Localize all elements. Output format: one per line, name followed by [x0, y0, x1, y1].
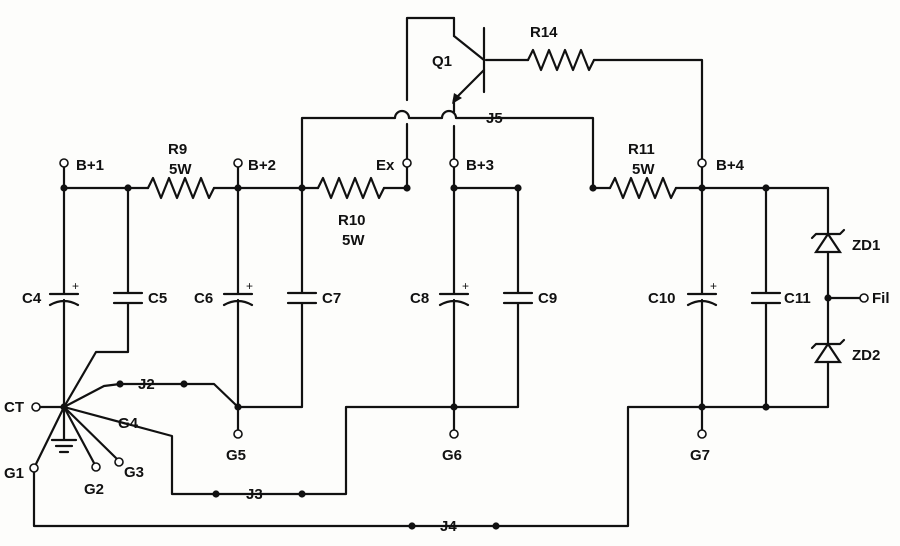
- r14-label: R14: [530, 24, 558, 41]
- j5-label: J5: [486, 110, 503, 127]
- c11-capacitor: [700, 186, 782, 409]
- zd1-zener-diode: [810, 228, 846, 254]
- b1-label: B+1: [76, 157, 104, 174]
- g2-lead: [62, 405, 96, 465]
- fil-label: Fil: [872, 290, 890, 307]
- c10-capacitor: [686, 186, 718, 409]
- zd2-label: ZD2: [852, 347, 880, 364]
- c9-capacitor: [452, 186, 534, 409]
- c6-label: C6: [194, 290, 213, 307]
- g6-label: G6: [442, 447, 462, 464]
- c7-capacitor: [236, 186, 318, 409]
- r14-right-wire: [592, 58, 704, 190]
- g5-label: G5: [226, 447, 246, 464]
- j3-wire: [62, 405, 456, 496]
- j5-wire: [300, 109, 595, 190]
- r9-wattage: 5W: [169, 161, 192, 178]
- r9-label: R9: [168, 141, 187, 158]
- c10-plus-mark: +: [710, 279, 717, 293]
- zd2-zener-diode: [810, 338, 846, 364]
- b2-label: B+2: [248, 157, 276, 174]
- ct-label: CT: [4, 399, 24, 416]
- c4-plus-mark: +: [72, 279, 79, 293]
- r11-label: R11: [628, 141, 655, 158]
- ground-symbol: [50, 405, 78, 454]
- r11-wattage: 5W: [632, 161, 655, 178]
- c4-label: C4: [22, 290, 42, 307]
- r10-resistor: [316, 176, 386, 200]
- r14-resistor: [526, 48, 596, 72]
- r10-wattage: 5W: [342, 232, 365, 249]
- b4-label: B+4: [716, 157, 745, 174]
- j4-label: J4: [440, 518, 457, 535]
- c8-label: C8: [410, 290, 429, 307]
- g1-label: G1: [4, 465, 24, 482]
- r10-label: R10: [338, 212, 366, 229]
- c8-capacitor: [438, 186, 470, 409]
- c8-plus-mark: +: [462, 279, 469, 293]
- g4-label: G4: [118, 415, 139, 432]
- c6-plus-mark: +: [246, 279, 253, 293]
- q1-collector-wire: [405, 16, 456, 102]
- g7-label: G7: [690, 447, 710, 464]
- junction-dots: [60, 184, 832, 530]
- c5-capacitor: [62, 186, 144, 409]
- j2-label: J2: [138, 376, 155, 393]
- r11-resistor: [608, 176, 678, 200]
- c4-capacitor: [48, 166, 80, 409]
- c11-label: C11: [784, 290, 811, 307]
- c6-capacitor: [222, 166, 254, 409]
- c10-label: C10: [648, 290, 676, 307]
- c9-label: C9: [538, 290, 557, 307]
- j3-label: J3: [246, 486, 263, 503]
- g2-label: G2: [84, 481, 104, 498]
- zd2-bottom-wire: [764, 360, 830, 409]
- q1-transistor: [452, 16, 486, 104]
- g1-lead: [34, 405, 66, 466]
- terminals: [29, 158, 869, 473]
- b3-label: B+3: [466, 157, 494, 174]
- c7-label: C7: [322, 290, 341, 307]
- zd1-label: ZD1: [852, 237, 880, 254]
- r9-resistor: [146, 176, 216, 200]
- ex-label: Ex: [376, 157, 395, 174]
- g3-lead: [62, 405, 118, 460]
- g3-label: G3: [124, 464, 144, 481]
- j4-wire: [32, 405, 704, 528]
- q1-label: Q1: [432, 53, 452, 70]
- c5-label: C5: [148, 290, 167, 307]
